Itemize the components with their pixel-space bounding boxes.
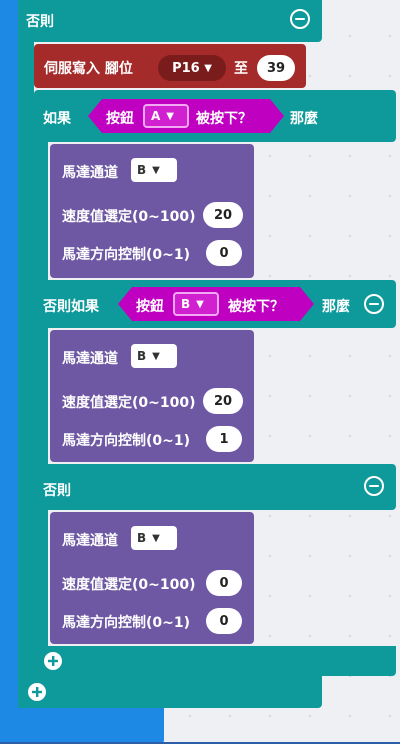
pressed-label-a: 被按下？ <box>196 111 252 127</box>
motor-direction-input[interactable]: 1 <box>206 426 242 452</box>
button-b-dropdown[interactable]: B▼ <box>173 292 219 316</box>
outer-loop-block[interactable] <box>0 0 18 716</box>
chevron-down-icon: ▼ <box>152 532 160 544</box>
pressed-label-b: 被按下？ <box>228 299 284 315</box>
motor-channel-dropdown[interactable]: B▼ <box>131 158 177 182</box>
else-label: 否則 <box>26 14 54 30</box>
motor-speed-input[interactable]: 0 <box>206 570 242 596</box>
button-a-dropdown[interactable]: A▼ <box>143 104 189 128</box>
motor-channel-label: 馬達通道 <box>62 533 118 549</box>
bottom-edge <box>0 742 400 744</box>
motor-channel-label: 馬達通道 <box>62 165 118 181</box>
chevron-down-icon: ▼ <box>166 110 174 122</box>
button-label-a: 按鈕 <box>106 111 134 127</box>
outer-else-block[interactable] <box>18 0 322 42</box>
motor-speed-input[interactable]: 20 <box>203 202 243 228</box>
button-a-value: A <box>151 109 161 123</box>
chevron-down-icon: ▼ <box>152 164 160 176</box>
motor-channel-value: B <box>137 163 147 177</box>
motor-channel-dropdown[interactable]: B▼ <box>131 344 177 368</box>
then-label-b: 那麼 <box>322 299 350 315</box>
minus-circle-icon[interactable] <box>364 294 384 314</box>
elseif-label: 否則如果 <box>43 299 99 315</box>
minus-circle-icon[interactable] <box>364 476 384 496</box>
motor-direction-label: 馬達方向控制(0~1) <box>62 247 191 263</box>
minus-circle-icon[interactable] <box>290 9 310 29</box>
inner-else-label: 否則 <box>43 483 71 499</box>
outer-else-rail <box>18 42 34 708</box>
inner-else-block[interactable] <box>34 464 396 510</box>
then-label-a: 那麼 <box>290 111 318 127</box>
button-b-value: B <box>181 297 191 311</box>
button-label-b: 按鈕 <box>136 299 164 315</box>
outer-loop-bottom <box>0 706 164 744</box>
motor-channel-value: B <box>137 349 147 363</box>
motor-speed-label: 速度值選定(0~100) <box>62 577 196 593</box>
if-block-rail <box>34 142 48 676</box>
motor-channel-value: B <box>137 531 147 545</box>
servo-pin-value: P16 <box>172 60 200 76</box>
motor-direction-input[interactable]: 0 <box>206 240 242 266</box>
motor-direction-input[interactable]: 0 <box>206 608 242 634</box>
if-label: 如果 <box>43 111 71 127</box>
motor-speed-label: 速度值選定(0~100) <box>62 395 196 411</box>
servo-pin-dropdown[interactable]: P16 ▼ <box>158 55 226 81</box>
motor-speed-input[interactable]: 20 <box>203 388 243 414</box>
outer-else-footer <box>18 676 322 708</box>
chevron-down-icon: ▼ <box>204 62 212 74</box>
plus-circle-icon[interactable] <box>28 683 46 701</box>
plus-circle-icon[interactable] <box>44 652 62 670</box>
motor-direction-label: 馬達方向控制(0~1) <box>62 615 191 631</box>
motor-direction-label: 馬達方向控制(0~1) <box>62 433 191 449</box>
servo-prefix: 伺服寫入 腳位 <box>44 61 133 77</box>
chevron-down-icon: ▼ <box>152 350 160 362</box>
chevron-down-icon: ▼ <box>196 298 204 310</box>
motor-channel-label: 馬達通道 <box>62 351 118 367</box>
if-block-footer <box>34 646 396 676</box>
servo-value-input[interactable]: 39 <box>257 55 295 81</box>
servo-to-label: 至 <box>234 61 248 77</box>
motor-speed-label: 速度值選定(0~100) <box>62 209 196 225</box>
motor-channel-dropdown[interactable]: B▼ <box>131 526 177 550</box>
